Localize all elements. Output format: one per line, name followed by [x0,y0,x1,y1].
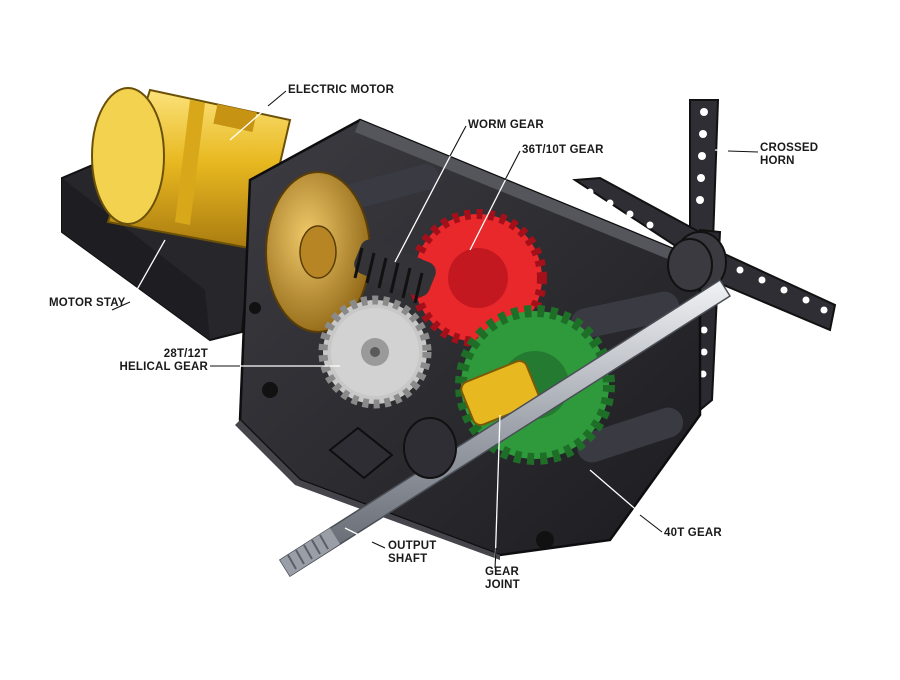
label-gear-joint: GEAR JOINT [485,566,520,591]
label-electric-motor: ELECTRIC MOTOR [288,84,395,96]
electric-motor [91,87,292,252]
label-worm-gear: WORM GEAR [468,119,544,131]
leader-lines-dark [111,90,759,569]
helical-gear-28t-12t [318,295,432,409]
label-motor-stay: MOTOR STAY [49,297,126,309]
label-crossed-horn: CROSSED HORN [760,142,819,167]
output-shaft [278,238,732,578]
worm-gear [353,239,436,304]
label-helical-gear: 28T/12T HELICAL GEAR [119,348,208,373]
label-36t-10t-gear: 36T/10T GEAR [522,144,604,156]
label-40t-gear: 40T GEAR [664,527,722,539]
label-output-shaft: OUTPUT SHAFT [388,540,437,565]
